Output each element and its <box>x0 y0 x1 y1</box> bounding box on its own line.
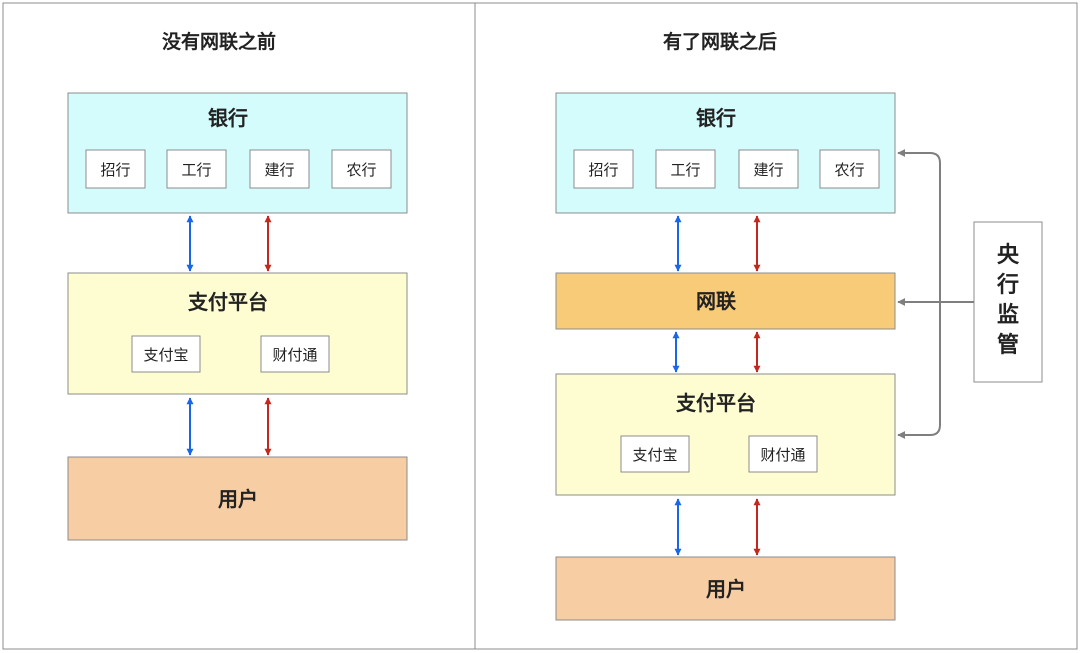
connector-to-bank <box>897 149 974 303</box>
left-title: 没有网联之前 <box>162 30 276 53</box>
left-platform-item-box <box>131 335 201 373</box>
right-title: 有了网联之后 <box>663 30 777 53</box>
left-platform-label: 支付平台 <box>188 290 268 314</box>
right-bank-item-box <box>573 149 634 189</box>
right-bank-item-box <box>738 149 799 189</box>
right-platform-box <box>555 373 896 496</box>
right-bank-items: 招行 工行 建行 农行 <box>573 149 880 189</box>
left-bank-item-label: 建行 <box>264 161 294 179</box>
right-user-box <box>555 556 896 621</box>
right-bank-label: 银行 <box>696 106 736 130</box>
right-bank-item-label: 招行 <box>588 161 618 179</box>
right-platform-item-label: 财付通 <box>760 446 805 464</box>
left-platform-item-box <box>260 335 330 373</box>
left-platform-item-label: 支付宝 <box>143 346 188 364</box>
left-bank-items: 招行 工行 建行 农行 <box>85 149 392 189</box>
left-user-box <box>67 456 408 541</box>
right-platform-item-box <box>748 435 818 473</box>
right-platform-item-label: 支付宝 <box>632 446 677 464</box>
right-platform-label: 支付平台 <box>676 391 756 415</box>
connector-to-platform <box>897 302 941 439</box>
right-bank-item-box <box>819 149 880 189</box>
left-bank-item-box <box>166 149 227 189</box>
right-bank-item-label: 工行 <box>670 161 700 179</box>
regulator-char: 央 <box>997 242 1020 268</box>
right-platform-item-box <box>620 435 690 473</box>
regulator-connectors <box>897 149 974 439</box>
left-bank-item-box <box>85 149 146 189</box>
left-platform-item-label: 财付通 <box>272 346 317 364</box>
left-bank-item-box <box>331 149 392 189</box>
regulator-box <box>973 221 1043 383</box>
right-unionpay-box <box>555 272 896 330</box>
left-bank-item-label: 农行 <box>346 161 376 179</box>
right-unionpay-label: 网联 <box>696 289 736 313</box>
regulator-char: 管 <box>997 332 1019 358</box>
right-bank-item-label: 建行 <box>753 161 783 179</box>
left-platform-box <box>67 272 408 395</box>
right-bank-item-label: 农行 <box>834 161 864 179</box>
right-bank-item-box <box>655 149 716 189</box>
left-bank-item-box <box>249 149 310 189</box>
right-user-label: 用户 <box>706 577 746 601</box>
left-user-label: 用户 <box>218 487 258 511</box>
left-bank-item-label: 招行 <box>100 161 130 179</box>
regulator-char: 监 <box>997 302 1019 328</box>
left-bank-label: 银行 <box>208 106 248 130</box>
regulator-char: 行 <box>996 272 1019 298</box>
left-bank-item-label: 工行 <box>181 161 211 179</box>
